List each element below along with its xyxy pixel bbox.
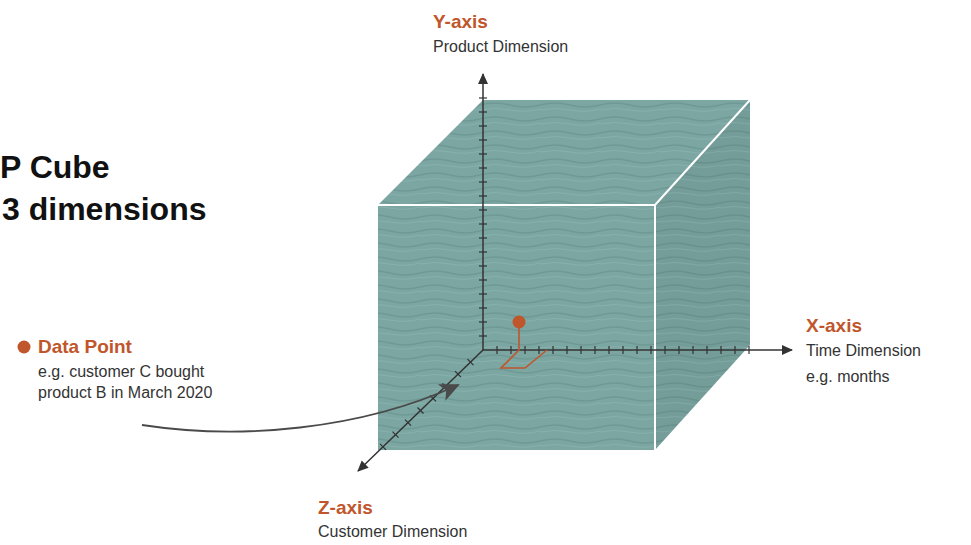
axis-example: e.g. months <box>806 367 890 388</box>
z-axis-line <box>358 350 483 471</box>
callout-text: e.g. customer C bought product B in Marc… <box>38 362 238 404</box>
axis-description: Time Dimension <box>806 341 921 362</box>
axis-description: Customer Dimension <box>318 522 467 543</box>
y-axis-line <box>482 74 484 350</box>
cube-front-face <box>378 205 655 450</box>
axis-name: Y-axis <box>433 10 488 35</box>
axis-name: Z-axis <box>318 496 373 521</box>
axes <box>358 74 792 471</box>
data-point-projection <box>501 328 547 368</box>
axis-description: Product Dimension <box>433 37 568 58</box>
data-point-dot <box>513 316 526 329</box>
title-fragment: P Cube <box>0 148 110 186</box>
callout-heading: Data Point <box>38 335 132 360</box>
legend-dot <box>18 341 31 354</box>
x-axis-line <box>483 349 792 351</box>
subtitle-fragment: 3 dimensions <box>2 190 207 228</box>
axis-name: X-axis <box>806 314 862 339</box>
